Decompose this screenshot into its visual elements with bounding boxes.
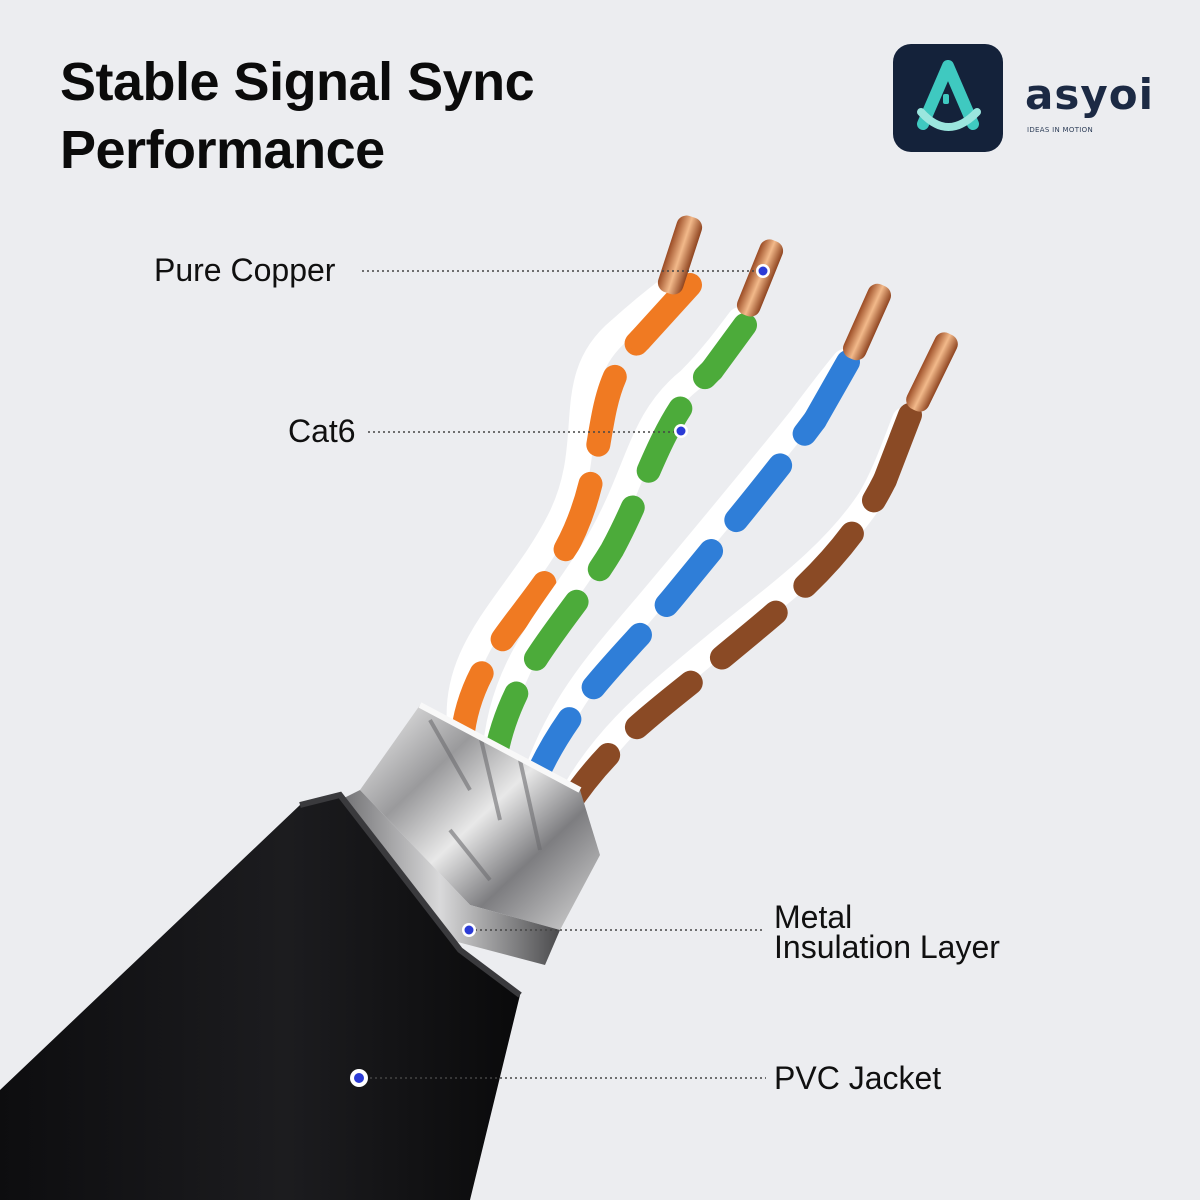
pair-green [482, 239, 784, 773]
label-pure-copper: Pure Copper [154, 252, 336, 288]
callout-markers [350, 264, 770, 1087]
callout-leaders [360, 270, 766, 1079]
pair-brown [552, 332, 958, 823]
brand-logo: asyoi IDEAS IN MOTION [893, 44, 1153, 154]
headline-line-2: Performance [60, 120, 385, 180]
label-metal-insulation: Metal Insulation Layer [774, 899, 1000, 965]
headline-line-1: Stable Signal Sync [60, 52, 535, 112]
brand-name: asyoi [1025, 70, 1154, 119]
pair-orange [446, 215, 703, 753]
metal-ring [320, 790, 560, 965]
label-cat6: Cat6 [288, 413, 356, 449]
label-metal-line-1: Metal [774, 899, 853, 935]
foil-shield [360, 702, 600, 930]
headline: Stable Signal Sync Performance [60, 48, 535, 184]
brand-tagline: IDEAS IN MOTION [1027, 126, 1093, 134]
label-metal-line-2: Insulation Layer [774, 929, 1000, 965]
pvc-jacket [0, 795, 520, 1200]
pair-blue [522, 283, 892, 793]
asyoi-logo-icon [893, 44, 1003, 152]
label-pvc-jacket: PVC Jacket [774, 1060, 942, 1096]
